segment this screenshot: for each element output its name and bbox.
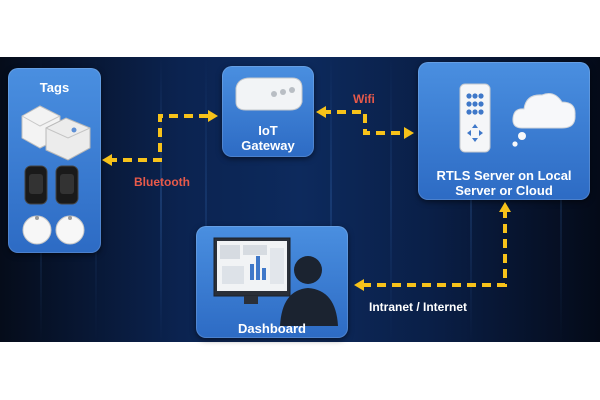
cloud-icon [512, 93, 576, 147]
arrowhead-server-left [404, 127, 414, 139]
dashboard-icons [213, 237, 338, 326]
arrowhead-gateway-right [316, 106, 326, 118]
rtls-server-label-line2: Server or Cloud [455, 183, 553, 198]
dashboard-label: Dashboard [238, 321, 306, 336]
rtls-server-node: RTLS Server on Local Server or Cloud [418, 62, 590, 200]
monitor-icon [213, 237, 291, 304]
arrowhead-tags [102, 154, 112, 166]
user-silhouette-icon [280, 256, 338, 326]
dashboard-node: Dashboard [196, 226, 348, 338]
tags-icons [21, 105, 91, 245]
bluetooth-connector [108, 114, 212, 162]
wifi-label: Wifi [353, 92, 375, 106]
arrowhead-gateway-left [208, 110, 218, 122]
network-label: Intranet / Internet [369, 300, 468, 314]
bluetooth-beacon-box-icon [21, 105, 91, 161]
iot-gateway-label-line2: Gateway [241, 138, 295, 153]
rtls-server-label-line1: RTLS Server on Local [436, 168, 572, 183]
arrowhead-dashboard [354, 279, 364, 291]
arrowhead-server-bottom [499, 202, 511, 212]
tags-label: Tags [39, 80, 70, 95]
network-connector [362, 210, 507, 287]
wristband-tag-icon [24, 165, 79, 205]
remote-control-icon [459, 83, 491, 153]
iot-gateway-node: IoT Gateway [222, 66, 314, 157]
iot-gateway-label-line1: IoT [258, 123, 278, 138]
server-icons [459, 83, 576, 153]
wifi-connector [322, 110, 408, 135]
gateway-device-icon [235, 77, 303, 111]
tags-node: Tags [8, 68, 101, 253]
bluetooth-label: Bluetooth [134, 175, 190, 189]
round-tag-icon [22, 215, 85, 245]
